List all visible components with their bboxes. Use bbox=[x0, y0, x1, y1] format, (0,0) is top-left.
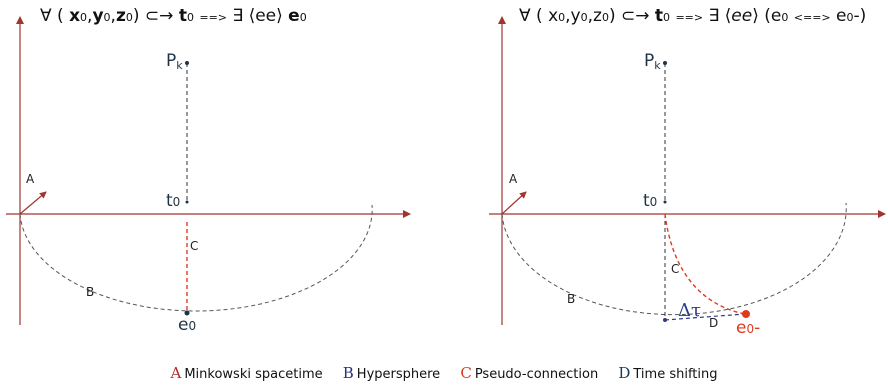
legend-letter-c: C bbox=[460, 364, 472, 382]
legend-letter-a: A bbox=[170, 364, 182, 382]
left-pk-point bbox=[185, 61, 189, 65]
right-t0-label: t0 bbox=[643, 191, 657, 211]
left-pk-label: Pk bbox=[166, 51, 183, 72]
left-label-b: B bbox=[86, 285, 94, 299]
left-panel-title: ∀ ( x0,y0,z0) ⊂→ t0 ==> ∃ ⟨ee⟩ e0 bbox=[40, 6, 307, 26]
left-hypersphere-arc bbox=[19, 204, 373, 312]
right-pk-point bbox=[663, 61, 667, 65]
right-label-b: B bbox=[567, 292, 575, 306]
right-panel-title: ∀ ( x0,y0,z0) ⊂→ t0 ==> ∃ ⟨ee⟩ (e0 <==> … bbox=[519, 6, 867, 26]
right-base-point bbox=[663, 318, 667, 322]
right-e0minus-label: e0- bbox=[736, 318, 760, 338]
right-pseudo-connection-curve bbox=[664, 213, 746, 315]
legend-letter-d: D bbox=[618, 364, 631, 382]
right-diagram: Pk t0 e0- Δτ A B C D bbox=[489, 16, 886, 338]
right-pk-label: Pk bbox=[644, 51, 661, 72]
right-diagonal-axis bbox=[501, 191, 527, 215]
right-time-shift-line bbox=[664, 313, 746, 321]
legend-letter-b: B bbox=[342, 364, 354, 382]
right-delta-tau-label: Δτ bbox=[678, 300, 701, 321]
left-diagram: Pk t0 e0 A B C bbox=[6, 16, 411, 335]
right-label-d: D bbox=[709, 316, 718, 330]
left-t0-point bbox=[185, 200, 189, 204]
right-label-a: A bbox=[509, 172, 518, 186]
left-label-c: C bbox=[190, 239, 198, 253]
left-e0-label: e0 bbox=[178, 315, 196, 335]
right-t0-point bbox=[663, 200, 667, 204]
right-e0minus-point bbox=[742, 310, 750, 318]
left-diagonal-axis bbox=[19, 191, 47, 215]
left-t0-label: t0 bbox=[166, 191, 180, 211]
left-label-a: A bbox=[26, 172, 35, 186]
right-label-c: C bbox=[671, 262, 679, 276]
left-e0-point bbox=[184, 310, 190, 316]
right-hypersphere-arc bbox=[501, 202, 847, 316]
